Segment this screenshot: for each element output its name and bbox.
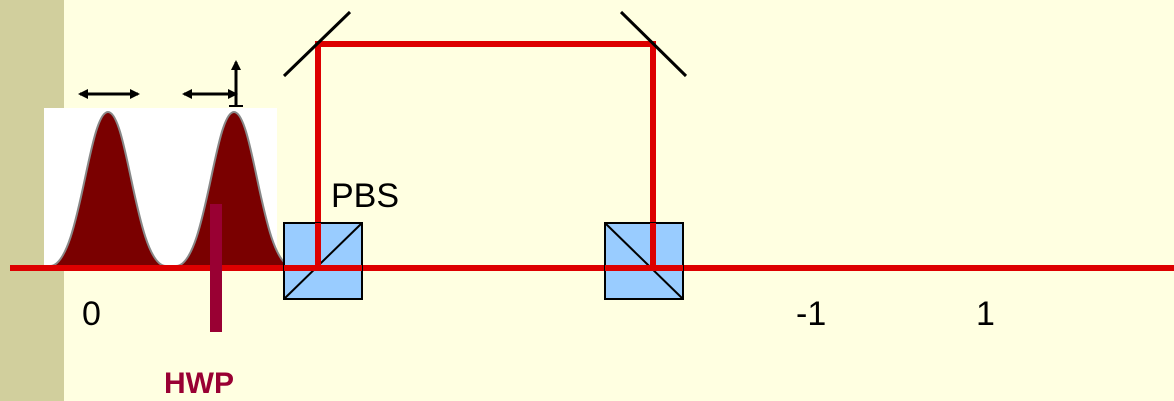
pulse-delayed	[175, 110, 293, 267]
pbs-cube-left	[283, 222, 363, 300]
position-label-zero: 0	[82, 295, 101, 333]
hwp-plate	[210, 204, 222, 332]
mirror-left	[282, 10, 352, 78]
pulse-zero	[49, 110, 167, 267]
hwp-label: HWP	[164, 367, 234, 400]
delay-loop-beam	[315, 41, 656, 268]
position-label-minus-one: -1	[796, 295, 826, 333]
mirror-right	[619, 10, 688, 78]
position-label-one: 1	[976, 295, 995, 333]
pbs-cube-right	[604, 222, 684, 300]
pbs-label: PBS	[331, 177, 399, 215]
